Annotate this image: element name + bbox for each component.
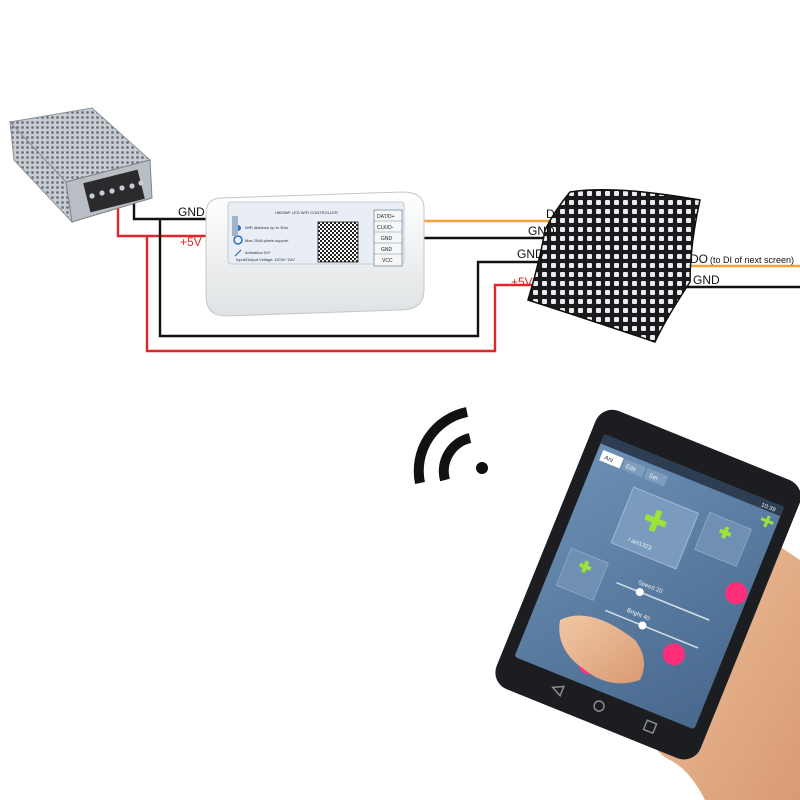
pin-clk: CLK/D-: [377, 225, 394, 231]
nav-buttons: [551, 685, 658, 735]
wifi-icon: [413, 407, 488, 485]
tile-plus-icon: [644, 509, 667, 533]
label-psu-gnd: GND: [178, 205, 205, 219]
speed-slider[interactable]: [616, 581, 710, 621]
label-di: DI: [546, 207, 558, 221]
power-supply: [9, 107, 153, 224]
thumb: [559, 615, 644, 684]
led-wifi-controller: H803WF LED WIFI CONTROLLER WiFi distance…: [205, 191, 425, 317]
side-tile[interactable]: [694, 511, 752, 567]
bright-slider[interactable]: [605, 609, 699, 649]
pin-vcc: VCC: [382, 258, 393, 264]
label-matrix-5v: +5V: [511, 275, 533, 289]
diy-feature-icon: [234, 249, 242, 257]
app-tabs: Ani Edit Set: [599, 450, 669, 487]
controller-pins: DAT/D+ CLK/D- GND GND VCC: [373, 209, 403, 267]
tab-ani[interactable]: Ani: [603, 455, 613, 464]
led-matrix-panel: [527, 189, 701, 343]
label-out-gnd: GND: [693, 273, 720, 287]
speed-slider-handle[interactable]: [635, 587, 645, 597]
action-button-middle[interactable]: [660, 640, 689, 669]
label-gnd-upper: GND: [528, 224, 555, 238]
controller-feature-wifi: WiFi distance up to 30m: [245, 225, 289, 230]
label-do: DO: [690, 252, 708, 266]
lower-tile[interactable]: [555, 547, 609, 601]
lower-tile-plus-icon: [578, 560, 592, 574]
pin-gnd-1: GND: [381, 236, 393, 242]
label-do-note: (to DI of next screen): [710, 255, 794, 265]
tab-edit[interactable]: Edit: [625, 464, 637, 474]
wire-psu-5v: [116, 200, 212, 238]
qr-code: [317, 221, 359, 263]
controller-feature-diy: Animation DIY: [245, 250, 271, 255]
status-time: 10:39: [760, 502, 777, 513]
pin-dat: DAT/D+: [377, 214, 395, 220]
bright-slider-handle[interactable]: [637, 620, 647, 630]
label-gnd-lower: GND: [517, 247, 544, 261]
wire-5v-loop: [145, 236, 538, 353]
controller-title: H803WF LED WIFI CONTROLLER: [275, 210, 338, 215]
controller-voltage: Input/Output Voltage: DC5V~24V: [236, 257, 295, 262]
wire-gnd-loop: [158, 219, 543, 338]
pin-gnd-2: GND: [381, 247, 393, 253]
controller-feature-pixels: Max 2048 pixels support: [245, 238, 289, 243]
action-button-top[interactable]: [722, 579, 751, 608]
side-tile-plus-icon: [718, 526, 732, 540]
label-psu-5v: +5V: [180, 235, 202, 249]
tab-set[interactable]: Set: [648, 473, 659, 482]
add-icon[interactable]: [759, 514, 776, 530]
